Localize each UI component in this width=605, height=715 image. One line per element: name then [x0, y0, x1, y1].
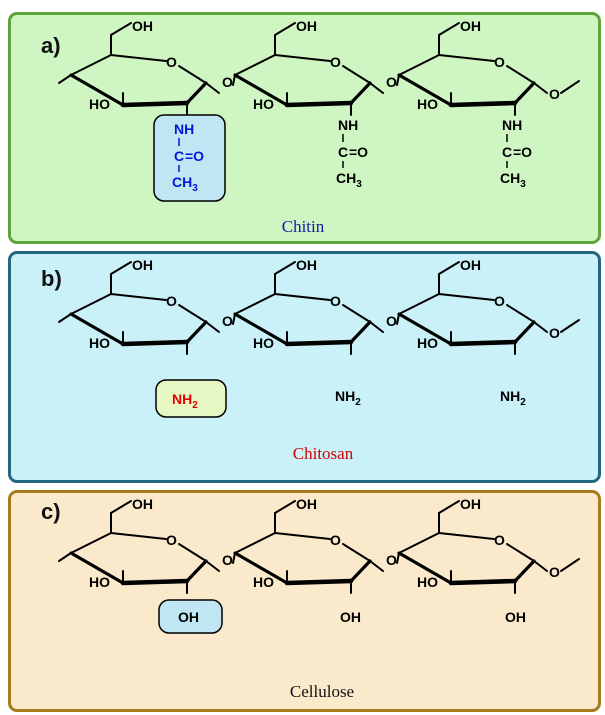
caption-chitin: Chitin [282, 217, 325, 236]
c-label: C [338, 144, 348, 160]
glycosidic-oxygen: O [386, 74, 397, 90]
hydroxymethyl-oh: OH [132, 496, 153, 512]
ring-oxygen: O [330, 293, 341, 309]
ring-oxygen: O [494, 532, 505, 548]
amine-label-1: NH2 [172, 391, 198, 411]
ho-label: HO [253, 574, 274, 590]
hydroxyl-label-1: OH [178, 609, 199, 625]
hydroxymethyl-oh: OH [132, 257, 153, 273]
hydroxyl-label-2: OH [340, 609, 361, 625]
hydroxymethyl-oh: OH [460, 18, 481, 34]
nh-label: NH [174, 121, 194, 137]
glycosidic-oxygen: O [222, 552, 233, 568]
ring-oxygen: O [166, 532, 177, 548]
ring-oxygen: O [166, 293, 177, 309]
hydroxymethyl-oh: OH [296, 18, 317, 34]
hydroxymethyl-oh: OH [296, 257, 317, 273]
hydroxyl-highlight [158, 599, 223, 634]
glycosidic-oxygen: O [222, 74, 233, 90]
amine-label-2: NH2 [335, 388, 361, 408]
ho-label: HO [253, 335, 274, 351]
ring-oxygen: O [330, 532, 341, 548]
ring-oxygen: O [494, 54, 505, 70]
glycosidic-oxygen: O [386, 313, 397, 329]
caption-chitosan: Chitosan [293, 444, 354, 463]
ho-label: HO [417, 335, 438, 351]
ring-oxygen: O [330, 54, 341, 70]
ho-label: HO [417, 574, 438, 590]
acetamido-group-2: NH C =O CH3 [336, 117, 368, 190]
terminal-oxygen: O [549, 325, 560, 341]
caption-cellulose: Cellulose [290, 682, 354, 701]
carbonyl-label: =O [513, 144, 532, 160]
glycosidic-oxygen: O [222, 313, 233, 329]
methyl-label: CH3 [172, 174, 198, 194]
ho-label: HO [89, 96, 110, 112]
ring-oxygen: O [166, 54, 177, 70]
glycosidic-oxygen: O [386, 552, 397, 568]
panel-letter: c) [41, 499, 61, 524]
terminal-oxygen: O [549, 86, 560, 102]
ho-label: HO [89, 335, 110, 351]
acetamido-group-1: NH C =O CH3 [172, 121, 204, 194]
carbonyl-label: =O [349, 144, 368, 160]
ring-oxygen: O [494, 293, 505, 309]
hydroxymethyl-oh: OH [460, 257, 481, 273]
amine-label-3: NH2 [500, 388, 526, 408]
panel-letter: a) [41, 33, 61, 58]
terminal-oxygen: O [549, 564, 560, 580]
c-label: C [502, 144, 512, 160]
hydroxymethyl-oh: OH [132, 18, 153, 34]
hydroxyl-label-3: OH [505, 609, 526, 625]
ho-label: HO [89, 574, 110, 590]
ho-label: HO [253, 96, 274, 112]
hydroxymethyl-oh: OH [460, 496, 481, 512]
acetamido-highlight [153, 114, 226, 202]
panel-letter: b) [41, 266, 62, 291]
carbonyl-label: =O [185, 148, 204, 164]
methyl-label: CH3 [336, 170, 362, 190]
nh-label: NH [502, 117, 522, 133]
methyl-label: CH3 [500, 170, 526, 190]
amine-highlight [155, 379, 227, 418]
hydroxymethyl-oh: OH [296, 496, 317, 512]
ho-label: HO [417, 96, 438, 112]
c-label: C [174, 148, 184, 164]
acetamido-group-3: NH C =O CH3 [500, 117, 532, 190]
nh-label: NH [338, 117, 358, 133]
